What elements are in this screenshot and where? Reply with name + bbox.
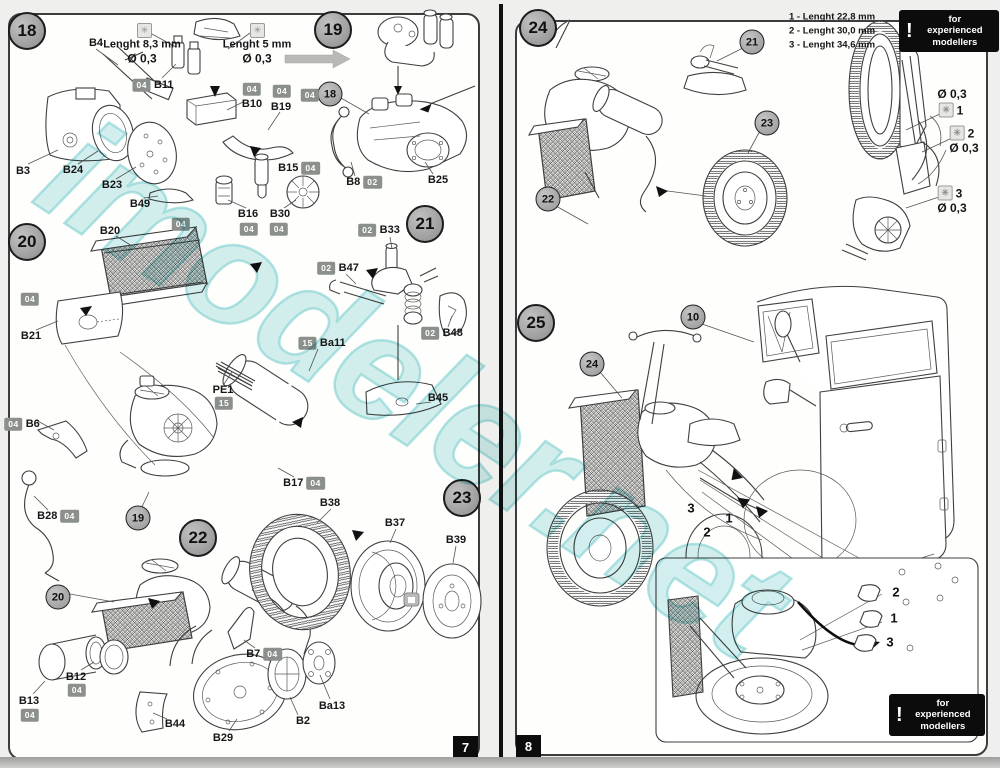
- sprue-box-04: 04: [242, 82, 262, 96]
- part-label-b20: B20: [99, 225, 121, 237]
- ref-23-badge: 23: [754, 110, 780, 136]
- part-label-b25: B25: [427, 174, 449, 186]
- door-wire-number-3: 3: [886, 634, 894, 650]
- ref-19-badge: 19: [125, 505, 151, 531]
- step18-drawing: [45, 17, 320, 209]
- step24-drawing: [527, 19, 947, 261]
- sprue-icon: ✳: [137, 23, 152, 38]
- note-length-8-3: Lenght 8,3 mm Ø 0,3: [103, 38, 181, 66]
- part-label-b24: B24: [62, 164, 84, 176]
- exclamation-icon: !: [896, 704, 903, 727]
- step21-drawing: [329, 242, 467, 416]
- scan-edge: [0, 757, 1000, 768]
- sprue-box-04: 04: [171, 217, 191, 231]
- leader-lines: [27, 32, 953, 732]
- sprue-box-15: 15: [214, 396, 234, 410]
- sprue-wire-2: ✳2: [949, 125, 974, 141]
- part-label-b2: B2: [295, 715, 311, 727]
- part-label-b37: B37: [384, 517, 406, 529]
- note-length-5: Lenght 5 mm Ø 0,3: [222, 38, 292, 66]
- note-dia-1: Ø 0,3: [937, 87, 967, 101]
- part-label-b39: B39: [445, 534, 467, 546]
- part-label-b21: B21: [20, 330, 42, 342]
- step-25-badge: 25: [517, 304, 555, 342]
- part-label-b49: B49: [129, 198, 151, 210]
- step-22-badge: 22: [179, 519, 217, 557]
- sprue-box-04: 04: [20, 708, 40, 722]
- ref-20-badge: 20: [45, 584, 71, 610]
- door-wire-number-1: 1: [890, 610, 898, 626]
- sprue-box-04: 04: [20, 292, 40, 306]
- part-label-b10: B10: [241, 98, 263, 110]
- sprue-box-04: 04: [272, 84, 292, 98]
- part-label-b13: B13: [18, 695, 40, 707]
- page-gutter-line: [499, 4, 503, 762]
- step-19-badge: 19: [314, 11, 352, 49]
- step-18-badge: 18: [8, 12, 46, 50]
- part-label-b30: B30: [269, 208, 291, 220]
- part-label-b16: B16: [237, 208, 259, 220]
- page-number-8: 8: [516, 735, 541, 758]
- step19-drawing: [284, 9, 476, 178]
- step-24-badge: 24: [519, 9, 557, 47]
- step25-drawing: [546, 285, 979, 743]
- part-label-b3: B3: [15, 165, 31, 177]
- door-wire-number-2: 2: [892, 584, 900, 600]
- step20-drawing: [21, 226, 310, 582]
- note-length-1: 1 - Lenght 22,8 mm: [788, 11, 876, 23]
- part-label-ba13: Ba13: [318, 700, 346, 712]
- part-label-b38: B38: [319, 497, 341, 509]
- exclamation-icon: !: [906, 20, 913, 43]
- note-length-3: 3 - Lenght 34,6 mm: [788, 39, 876, 51]
- note-dia-3: Ø 0,3: [937, 201, 967, 215]
- part-label-b19: B19: [270, 101, 292, 113]
- part-label-b4: B4: [88, 37, 104, 49]
- page-number-7: 7: [453, 736, 478, 759]
- sprue-box-04: 04: [67, 683, 87, 697]
- part-label-b12: B12: [65, 671, 87, 683]
- sprue-box-04: 04: [269, 222, 289, 236]
- sprue-box-04: 04: [239, 222, 259, 236]
- ref-24-badge: 24: [579, 351, 605, 377]
- part-label-pe1: PE1: [212, 384, 234, 396]
- sprue-icon: ✳: [250, 23, 265, 38]
- step-20-badge: 20: [8, 223, 46, 261]
- part-label-b29: B29: [212, 732, 234, 744]
- step-21-badge: 21: [406, 205, 444, 243]
- note-length-2: 2 - Lenght 30,0 mm: [788, 25, 876, 37]
- ref-22-badge: 22: [535, 186, 561, 212]
- ref-18-badge: 18: [317, 81, 343, 107]
- sprue-wire-1: ✳1: [938, 102, 963, 118]
- ref-21-badge: 21: [739, 29, 765, 55]
- step23-drawing: [249, 513, 482, 639]
- wire-number-2: 2: [703, 524, 711, 540]
- sprue-wire-3: ✳3: [937, 185, 962, 201]
- note-dia-2: Ø 0,3: [949, 141, 979, 155]
- part-label-b44: B44: [164, 718, 186, 730]
- ref-10-badge: 10: [680, 304, 706, 330]
- sprue-box-04: 04: [300, 88, 320, 102]
- wire-number-1: 1: [725, 510, 733, 526]
- part-label-b23: B23: [101, 179, 123, 191]
- part-label-b45: B45: [427, 392, 449, 404]
- wire-number-3: 3: [687, 500, 695, 516]
- step-23-badge: 23: [443, 479, 481, 517]
